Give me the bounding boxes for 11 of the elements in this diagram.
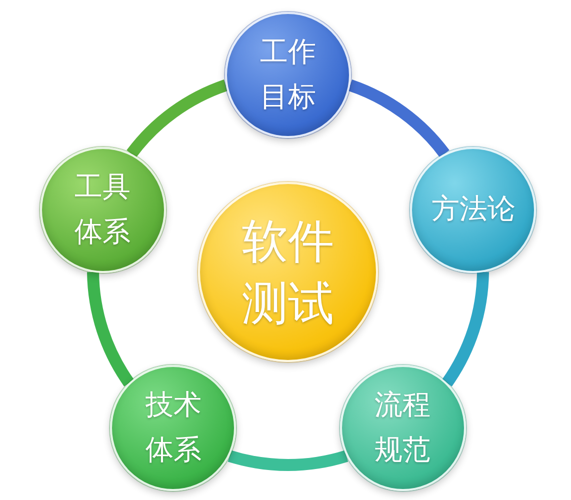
ring-arc — [348, 80, 450, 158]
node-label: 工作目标 — [258, 34, 317, 115]
ring-arc — [228, 450, 348, 471]
ring-arc — [126, 80, 228, 158]
node-label: 工具体系 — [74, 168, 132, 250]
node-label: 方法论 — [430, 191, 516, 228]
node-label: 技术体系 — [144, 386, 202, 468]
node-label: 流程规范 — [374, 386, 432, 468]
ring-arc — [442, 272, 489, 386]
node-label: 软件测试 — [241, 212, 335, 332]
ring-arc — [87, 272, 134, 386]
